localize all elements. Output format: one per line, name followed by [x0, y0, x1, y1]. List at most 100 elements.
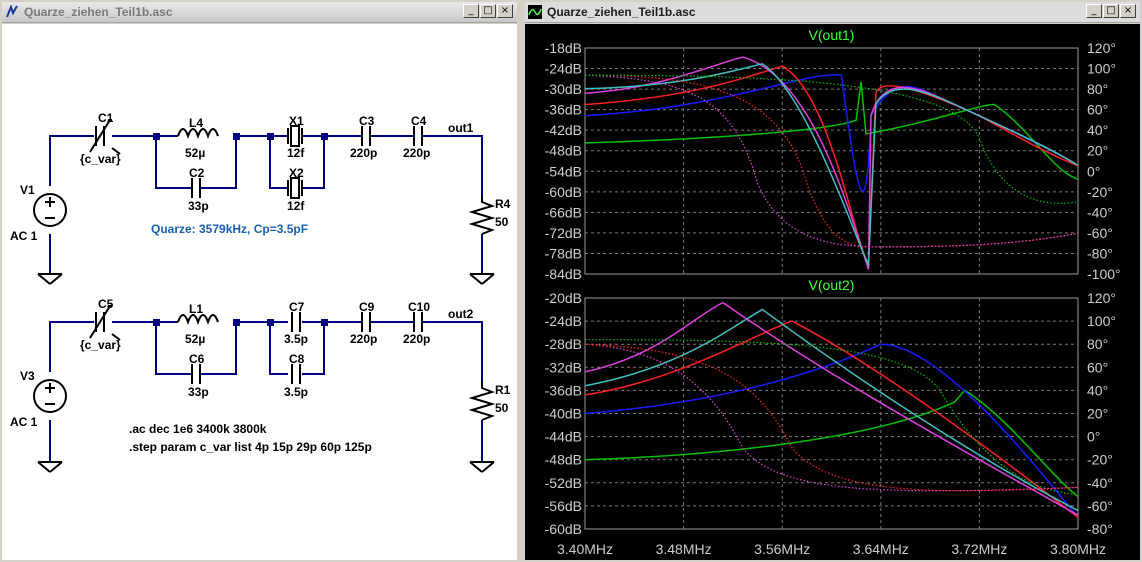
label-C7: C7 — [289, 300, 305, 314]
phase-tick-label: 20° — [1087, 143, 1108, 159]
label-L1: L1 — [189, 302, 203, 316]
x-tick-label: 3.80MHz — [1050, 541, 1106, 557]
label-C8: C8 — [289, 352, 305, 366]
trace-line[interactable] — [584, 389, 1079, 498]
label-X1: X1 — [289, 114, 304, 128]
x-tick-label: 3.72MHz — [951, 541, 1007, 557]
label-R4-value: 50 — [495, 215, 509, 229]
waveform-titlebar[interactable]: Quarze_ziehen_Teil1b.asc _□× — [525, 2, 1140, 23]
phase-tick-label: 80° — [1087, 336, 1108, 352]
phase-tick-label: -20° — [1087, 452, 1113, 468]
ltspice-waveform-icon — [528, 5, 542, 19]
trace-line[interactable] — [584, 343, 1079, 492]
label-C4-value: 220p — [403, 146, 430, 160]
waveform-plots: V(out1) -18dB 120° -24dB 100° -30dB 80° -36dB 60… — [545, 27, 1121, 557]
y-tick-label: -32dB — [545, 359, 582, 375]
phase-tick-label: -60° — [1087, 498, 1113, 514]
phase-tick-label: -20° — [1087, 184, 1113, 200]
y-tick-label: -44dB — [545, 429, 582, 445]
phase-tick-label: -80° — [1087, 521, 1113, 537]
close-button[interactable]: × — [497, 4, 513, 18]
minimize-button[interactable]: _ — [463, 4, 479, 18]
y-tick-label: -30dB — [545, 81, 582, 97]
trace-line[interactable] — [584, 74, 1079, 248]
y-tick-label: -66dB — [545, 204, 582, 220]
phase-tick-label: 100° — [1087, 313, 1116, 329]
close-button[interactable]: × — [1120, 4, 1136, 18]
label-C9-value: 220p — [350, 332, 377, 346]
label-C7-value: 3.5p — [284, 332, 308, 346]
phase-tick-label: 80° — [1087, 81, 1108, 97]
directive-ac: .ac dec 1e6 3400k 3800k — [129, 422, 267, 436]
label-L4-value: 52µ — [185, 146, 205, 160]
plot-frame[interactable] — [584, 47, 1079, 275]
label-C3-value: 220p — [350, 146, 377, 160]
y-tick-label: -72dB — [545, 225, 582, 241]
schematic-window: Quarze_ziehen_Teil1b.asc _□× — [0, 0, 519, 562]
circuit-upper — [33, 119, 496, 285]
circuit-lower — [33, 305, 496, 473]
x-tick-label: 3.40MHz — [557, 541, 613, 557]
y-tick-label: -52dB — [545, 475, 582, 491]
trace-line[interactable] — [584, 343, 1079, 492]
trace-title[interactable]: V(out1) — [809, 27, 855, 43]
label-V3-value: AC 1 — [10, 415, 38, 429]
label-C6-value: 33p — [188, 385, 209, 399]
label-C5-value: {c_var} — [80, 338, 121, 352]
y-tick-label: -18dB — [545, 40, 582, 56]
y-tick-label: -54dB — [545, 163, 582, 179]
y-tick-label: -20dB — [545, 290, 582, 306]
y-tick-label: -24dB — [545, 313, 582, 329]
trace-title[interactable]: V(out2) — [809, 277, 855, 293]
trace-line[interactable] — [584, 301, 1079, 516]
y-tick-label: -48dB — [545, 143, 582, 159]
label-C2: C2 — [189, 166, 205, 180]
maximize-button[interactable]: □ — [480, 4, 496, 18]
trace-line[interactable] — [584, 308, 1079, 512]
phase-tick-label: -40° — [1087, 475, 1113, 491]
trace-line[interactable] — [584, 320, 1079, 519]
y-tick-label: -48dB — [545, 452, 582, 468]
label-C9: C9 — [359, 300, 375, 314]
waveform-window: Quarze_ziehen_Teil1b.asc _□× V(out1) -18d… — [523, 0, 1142, 562]
label-R1-value: 50 — [495, 401, 509, 415]
trace-line[interactable] — [584, 63, 1079, 268]
label-X1-value: 12f — [287, 146, 305, 160]
label-C6: C6 — [189, 352, 205, 366]
y-tick-label: -36dB — [545, 102, 582, 118]
trace-line[interactable] — [584, 343, 1079, 518]
ltspice-schematic-icon — [6, 5, 18, 18]
label-V3: V3 — [20, 369, 35, 383]
maximize-button[interactable]: □ — [1103, 4, 1119, 18]
y-tick-label: -56dB — [545, 498, 582, 514]
trace-line[interactable] — [584, 338, 1079, 495]
phase-tick-label: -100° — [1087, 266, 1121, 282]
waveform-canvas[interactable]: V(out1) -18dB 120° -24dB 100° -30dB 80° -36dB 60… — [525, 24, 1140, 560]
label-C1: C1 — [98, 111, 114, 125]
label-V1-value: AC 1 — [10, 229, 38, 243]
label-C4: C4 — [411, 114, 427, 128]
phase-tick-label: 120° — [1087, 290, 1116, 306]
window-title: Quarze_ziehen_Teil1b.asc — [24, 5, 173, 19]
minimize-button[interactable]: _ — [1086, 4, 1102, 18]
label-X2-value: 12f — [287, 199, 305, 213]
trace-line[interactable] — [584, 74, 1079, 248]
schematic-canvas[interactable]: C1 {c_var} L4 52µ C2 33p X1 12f X2 12f C… — [2, 24, 517, 560]
label-X2: X2 — [289, 166, 304, 180]
comment-quartz: Quarze: 3579kHz, Cp=3.5pF — [151, 222, 308, 236]
y-tick-label: -28dB — [545, 336, 582, 352]
y-tick-label: -42dB — [545, 122, 582, 138]
schematic-titlebar[interactable]: Quarze_ziehen_Teil1b.asc _□× — [2, 2, 517, 23]
window-title: Quarze_ziehen_Teil1b.asc — [547, 5, 696, 19]
label-out1: out1 — [448, 121, 474, 135]
y-tick-label: -24dB — [545, 61, 582, 77]
phase-tick-label: 0° — [1087, 163, 1100, 179]
label-C8-value: 3.5p — [284, 385, 308, 399]
x-tick-label: 3.48MHz — [656, 541, 712, 557]
directive-step: .step param c_var list 4p 15p 29p 60p 12… — [129, 440, 372, 454]
trace-line[interactable] — [584, 74, 1079, 204]
phase-tick-label: 60° — [1087, 359, 1108, 375]
trace-line[interactable] — [584, 81, 1079, 180]
phase-tick-label: -60° — [1087, 225, 1113, 241]
schematic-drawing: C1 {c_var} L4 52µ C2 33p X1 12f X2 12f C… — [10, 111, 511, 473]
